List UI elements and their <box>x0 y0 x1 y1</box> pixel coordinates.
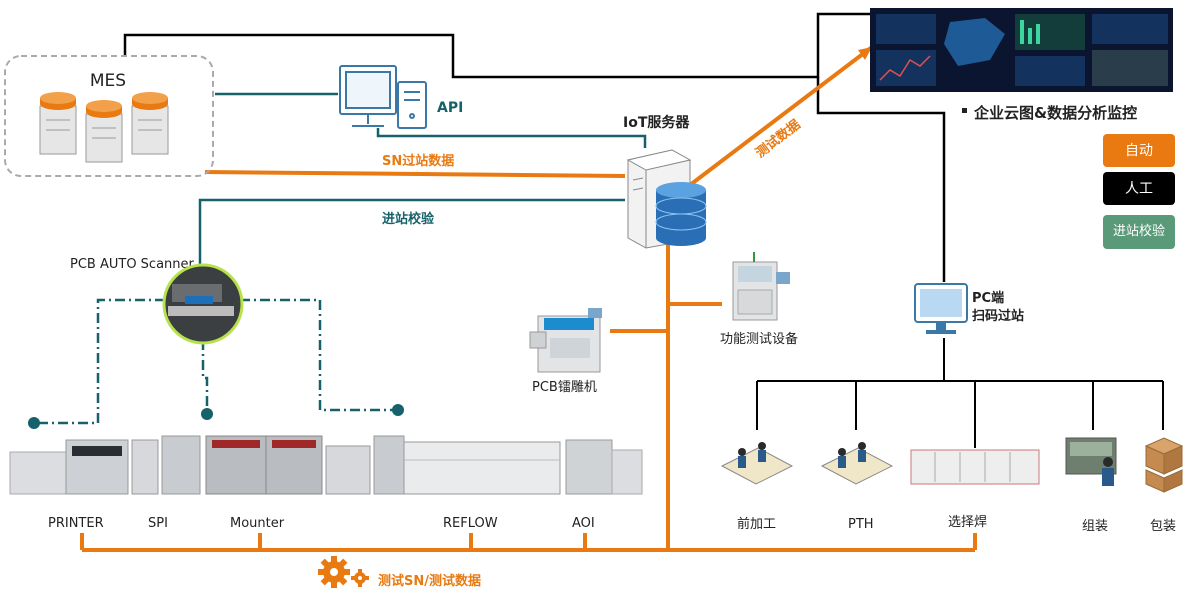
mes-label: MES <box>90 71 126 91</box>
test-data-arrow <box>858 47 872 60</box>
cloud-bullet <box>962 108 967 113</box>
reflow-endpoint <box>392 404 404 416</box>
legend-manual: 人工 <box>1103 172 1175 205</box>
pc-terminal-line1: PC端 <box>972 290 1004 306</box>
assembly-station-icon <box>1065 437 1117 486</box>
engraver-label: PCB镭雕机 <box>532 380 597 395</box>
database-server-icon <box>626 149 707 249</box>
station-assembly: 组装 <box>1082 519 1108 534</box>
mounter-endpoint <box>201 408 213 420</box>
bottom-bus-label: 测试SN/测试数据 <box>378 573 481 589</box>
iot-server-label: IoT服务器 <box>623 114 690 131</box>
station-pth: PTH <box>848 517 874 532</box>
smt-line-reflow: REFLOW <box>443 516 498 531</box>
computer-icon <box>339 65 427 129</box>
entry-check-link <box>198 198 625 272</box>
smt-line-printer: PRINTER <box>48 516 104 531</box>
legend-entry-check: 进站校验 <box>1103 215 1175 249</box>
smt-line-machines <box>9 435 643 495</box>
mes-cloud-link <box>123 12 870 79</box>
scanner-lens <box>162 263 244 345</box>
station-packaging: 包装 <box>1150 519 1176 534</box>
pc-monitor-icon <box>914 283 968 334</box>
station-pre-processing: 前加工 <box>737 516 776 532</box>
func-test-machine <box>732 252 790 321</box>
mes-box <box>4 55 214 177</box>
gear-icon <box>318 556 369 588</box>
cloud-pc-link <box>816 77 946 282</box>
printer-endpoint <box>28 417 40 429</box>
test-data-label: 测试数据 <box>753 117 804 162</box>
sn-data-link <box>204 170 626 178</box>
cloud-title: 企业云图&数据分析监控 <box>973 104 1137 122</box>
api-iot-link <box>376 128 647 148</box>
workbench-icon <box>820 442 894 485</box>
server-stack-icon <box>39 92 169 163</box>
station-selective-solder: 选择焊 <box>948 514 987 530</box>
entry-check-label: 进站校验 <box>382 211 435 227</box>
smt-line-mounter: Mounter <box>230 516 285 531</box>
legend-auto: 自动 <box>1103 134 1175 167</box>
pc-terminal-line2: 扫码过站 <box>972 308 1024 324</box>
scanner-mounter-link <box>201 340 209 412</box>
test-data-link <box>688 45 874 187</box>
sn-data-label: SN过站数据 <box>382 153 454 169</box>
cloud-dashboard-icon <box>870 8 1173 92</box>
scanner-reflow-link <box>240 298 398 412</box>
scanner-printer-link <box>38 298 165 425</box>
workbench-icon <box>720 442 794 485</box>
scanner-label: PCB AUTO Scanner <box>70 257 195 272</box>
smt-line-spi: SPI <box>148 516 168 531</box>
oven-icon <box>910 449 1040 485</box>
engraver-machine <box>529 308 602 373</box>
box-icon <box>1144 437 1184 493</box>
smt-line-aoi: AOI <box>572 516 595 531</box>
func-test-label: 功能测试设备 <box>720 331 798 347</box>
api-label: API <box>437 100 463 116</box>
